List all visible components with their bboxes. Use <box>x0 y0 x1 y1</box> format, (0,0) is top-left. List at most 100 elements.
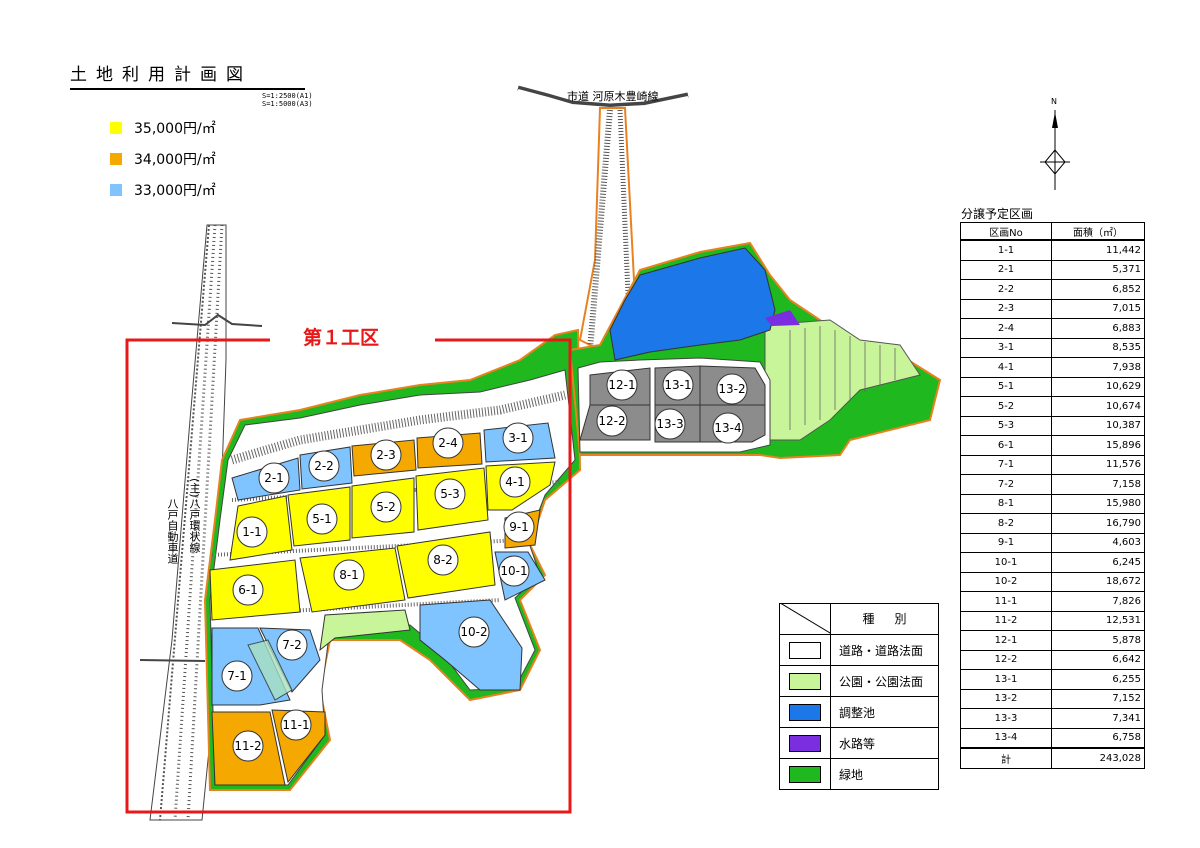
type-legend-header: 種別 <box>780 604 938 635</box>
lot-table-total-value: 243,028 <box>1051 747 1145 769</box>
type-swatch-road <box>789 641 821 659</box>
lot-table-cell-no: 13-4 <box>960 727 1052 749</box>
city-road <box>517 85 689 352</box>
lot-table-cell-area: 8,535 <box>1051 337 1145 358</box>
lot-label-8-1: 8-1 <box>333 559 365 591</box>
lot-label-circle <box>232 730 264 762</box>
lot-table-cell-no: 10-1 <box>960 552 1052 573</box>
lot-table-cell-area: 5,371 <box>1051 259 1145 280</box>
type-label: 緑地 <box>839 767 864 782</box>
price-legend-row: 35,000円/㎡ <box>110 112 216 143</box>
lot-label-2-4: 2-4 <box>432 427 464 459</box>
type-swatch-cell <box>780 759 831 789</box>
lot-table-cell-area: 4,603 <box>1051 532 1145 553</box>
lot-label-6-1: 6-1 <box>232 574 264 606</box>
work-area-frame <box>125 338 572 814</box>
price-legend: 35,000円/㎡ 34,000円/㎡ 33,000円/㎡ <box>110 112 216 205</box>
city-road-label: 市道 河原木豊崎線 <box>567 90 659 103</box>
lot-table-cell-area: 6,255 <box>1051 669 1145 690</box>
lot-label-text: 11-1 <box>282 718 309 732</box>
lot-label-text: 4-1 <box>505 475 525 489</box>
lot-label-circle <box>502 422 534 454</box>
lot-label-7-1: 7-1 <box>221 660 253 692</box>
lot-table-cell-no: 2-4 <box>960 318 1052 339</box>
lot-label-text: 2-1 <box>264 471 284 485</box>
lot-table-cell-no: 11-2 <box>960 610 1052 631</box>
lot-table-title: 分譲予定区画 <box>961 207 1034 221</box>
lot-label-13-3: 13-3 <box>654 408 686 440</box>
lot-label-text: 13-3 <box>656 417 683 431</box>
lot-table-header-area: 面積（㎡） <box>1051 222 1145 241</box>
type-swatch-cell <box>780 728 831 758</box>
type-label: 調整池 <box>839 705 876 720</box>
lot-label-2-1: 2-1 <box>258 462 290 494</box>
lot-table-cell-no: 2-2 <box>960 279 1052 300</box>
lot-label-text: 8-2 <box>433 553 453 567</box>
lot-label-circle <box>716 373 748 405</box>
lot-label-12-2: 12-2 <box>596 405 628 437</box>
lot-label-text: 3-1 <box>508 431 528 445</box>
lot-table-cell-area: 7,826 <box>1051 591 1145 612</box>
lot-table-cell-no: 8-1 <box>960 493 1052 514</box>
type-swatch-pond <box>789 703 821 721</box>
type-label: 水路等 <box>839 736 876 751</box>
lot-table-cell-area: 5,878 <box>1051 630 1145 651</box>
lot-label-text: 5-1 <box>312 512 332 526</box>
type-swatch-park <box>789 672 821 690</box>
lot-table-cell-no: 2-1 <box>960 259 1052 280</box>
lot-table-cell-area: 11,576 <box>1051 454 1145 475</box>
lot-table-cell-no: 1-1 <box>960 239 1052 261</box>
lot-label-circle <box>654 408 686 440</box>
lot-label-circle <box>236 516 268 548</box>
lot-label-text: 7-1 <box>227 669 247 683</box>
price-legend-row: 34,000円/㎡ <box>110 143 216 174</box>
lot-label-text: 12-2 <box>598 414 625 428</box>
work-area-label: 第１工区 <box>303 327 380 349</box>
lot-label-circle <box>258 462 290 494</box>
lot-label-circle <box>596 405 628 437</box>
lot-label-13-1: 13-1 <box>662 369 694 401</box>
lot-table-cell-area: 10,629 <box>1051 376 1145 397</box>
lot-table-cell-no: 3-1 <box>960 337 1052 358</box>
type-swatch-cell <box>780 635 831 665</box>
lot-table-cell-area: 16,790 <box>1051 513 1145 534</box>
lot-label-circle <box>458 616 490 648</box>
lot-table-total-label: 計 <box>960 747 1052 769</box>
lot-label-10-1: 10-1 <box>498 555 530 587</box>
lot-table-cell-no: 8-2 <box>960 513 1052 534</box>
price-legend-row: 33,000円/㎡ <box>110 174 216 205</box>
lot-label-circle <box>370 491 402 523</box>
lot-label-2-2: 2-2 <box>308 450 340 482</box>
lot-label-11-2: 11-2 <box>232 730 264 762</box>
lot-table-cell-no: 7-1 <box>960 454 1052 475</box>
lot-table-cell-no: 11-1 <box>960 591 1052 612</box>
type-legend-title: 種別 <box>862 612 927 626</box>
lot-label-circle <box>662 369 694 401</box>
lot-label-text: 6-1 <box>238 583 258 597</box>
price-swatch-blue <box>110 183 122 196</box>
lot-label-text: 13-2 <box>718 382 745 396</box>
scale-note: S=1:2500(A1) S=1:5000(A3) <box>262 92 313 108</box>
lot-label-text: 10-1 <box>500 564 527 578</box>
lot-label-5-1: 5-1 <box>306 503 338 535</box>
lot-label-circle <box>503 511 535 543</box>
